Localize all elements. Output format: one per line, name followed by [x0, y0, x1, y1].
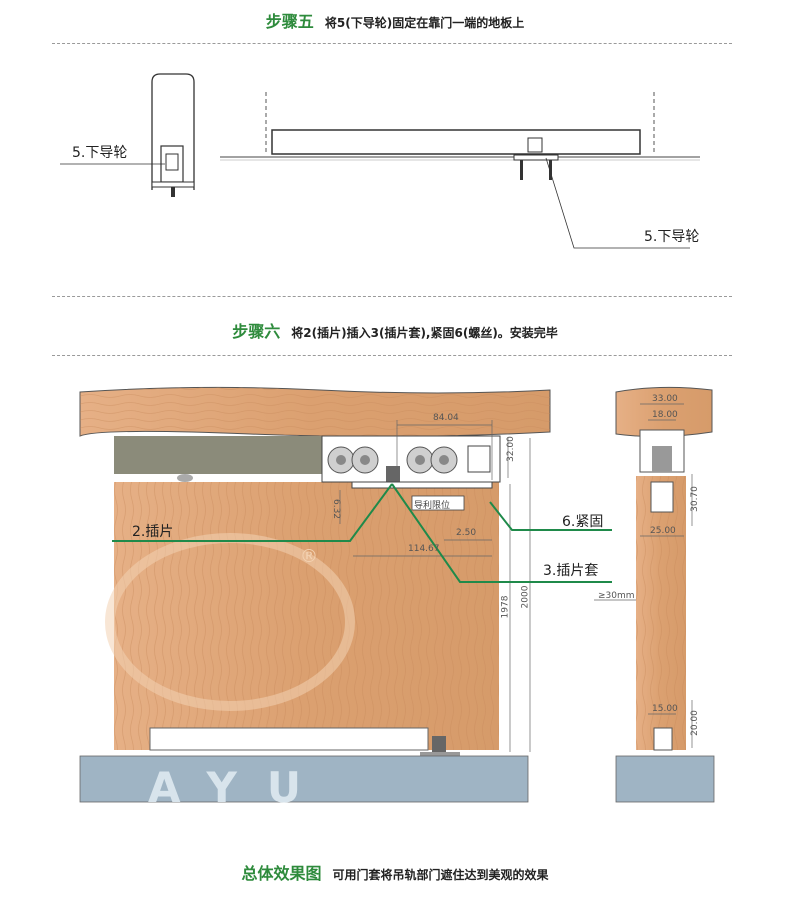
dim-32-00: 32.00 — [505, 436, 516, 462]
bottom-guide-channel — [149, 727, 429, 751]
step6-title: 步骤六 — [232, 322, 281, 341]
dim-33-00: 33.00 — [652, 394, 678, 404]
header-beam — [79, 386, 551, 438]
label-insert-sleeve: 3.插片套 — [543, 563, 599, 579]
step5-door-front-view — [220, 92, 700, 249]
footer-heading: 总体效果图 可用门套将吊轨部门遮住达到美观的效果 — [0, 860, 790, 884]
dim-2-50: 2.50 — [456, 528, 477, 538]
watermark-letters: AYU — [148, 763, 331, 812]
registered-mark: ® — [300, 546, 318, 567]
dim-2000: 2000 — [520, 585, 531, 609]
side-profile — [615, 386, 715, 803]
dim-18-00: 18.00 — [652, 410, 678, 420]
step6-description: 将2(插片)插入3(插片套),紧固6(螺丝)。安装完毕 — [291, 326, 558, 340]
dimension-lines-side — [594, 403, 693, 748]
dim-30mm: ≥30mm — [598, 591, 635, 601]
dim-15-00: 15.00 — [652, 704, 678, 714]
dim-25-00: 25.00 — [650, 526, 676, 536]
limit-stop-box — [411, 495, 465, 511]
divider-bottom — [52, 355, 732, 356]
dim-20-00: 20.00 — [689, 710, 700, 736]
step5-title: 步骤五 — [265, 12, 314, 31]
footer-title: 总体效果图 — [241, 864, 322, 883]
footer-description: 可用门套将吊轨部门遮住达到美观的效果 — [332, 868, 549, 882]
step6-heading: 步骤六 将2(插片)插入3(插片套),紧固6(螺丝)。安装完毕 — [0, 318, 790, 342]
dim-1978: 1978 — [500, 595, 511, 619]
roller-assembly — [177, 435, 501, 511]
door-panel: ® — [105, 482, 499, 750]
label-fasten-screw: 6.紧固 — [562, 514, 604, 530]
dim-6-32: 6.32 — [331, 498, 342, 520]
dimension-lines-main — [339, 420, 531, 752]
track-rail — [114, 436, 324, 474]
step5-door-side-view — [60, 73, 195, 197]
divider-top — [52, 43, 732, 44]
dim-84-04: 84.04 — [433, 413, 459, 423]
floor-slab — [79, 755, 529, 803]
step5-label-lower-guide-right: 5.下导轮 — [644, 229, 700, 245]
dim-114-67: 114.67 — [408, 544, 440, 554]
divider-middle — [52, 296, 732, 297]
dim-30-70: 30.70 — [689, 486, 700, 512]
lower-guide-wheel — [420, 736, 460, 758]
step5-label-lower-guide-left: 5.下导轮 — [72, 145, 128, 161]
limit-stop-label: 导利限位 — [414, 501, 451, 511]
label-insert-piece: 2.插片 — [132, 524, 174, 540]
step5-description: 将5(下导轮)固定在靠门一端的地板上 — [324, 16, 525, 30]
step5-heading: 步骤五 将5(下导轮)固定在靠门一端的地板上 — [0, 8, 790, 32]
leader-lines — [112, 483, 612, 583]
